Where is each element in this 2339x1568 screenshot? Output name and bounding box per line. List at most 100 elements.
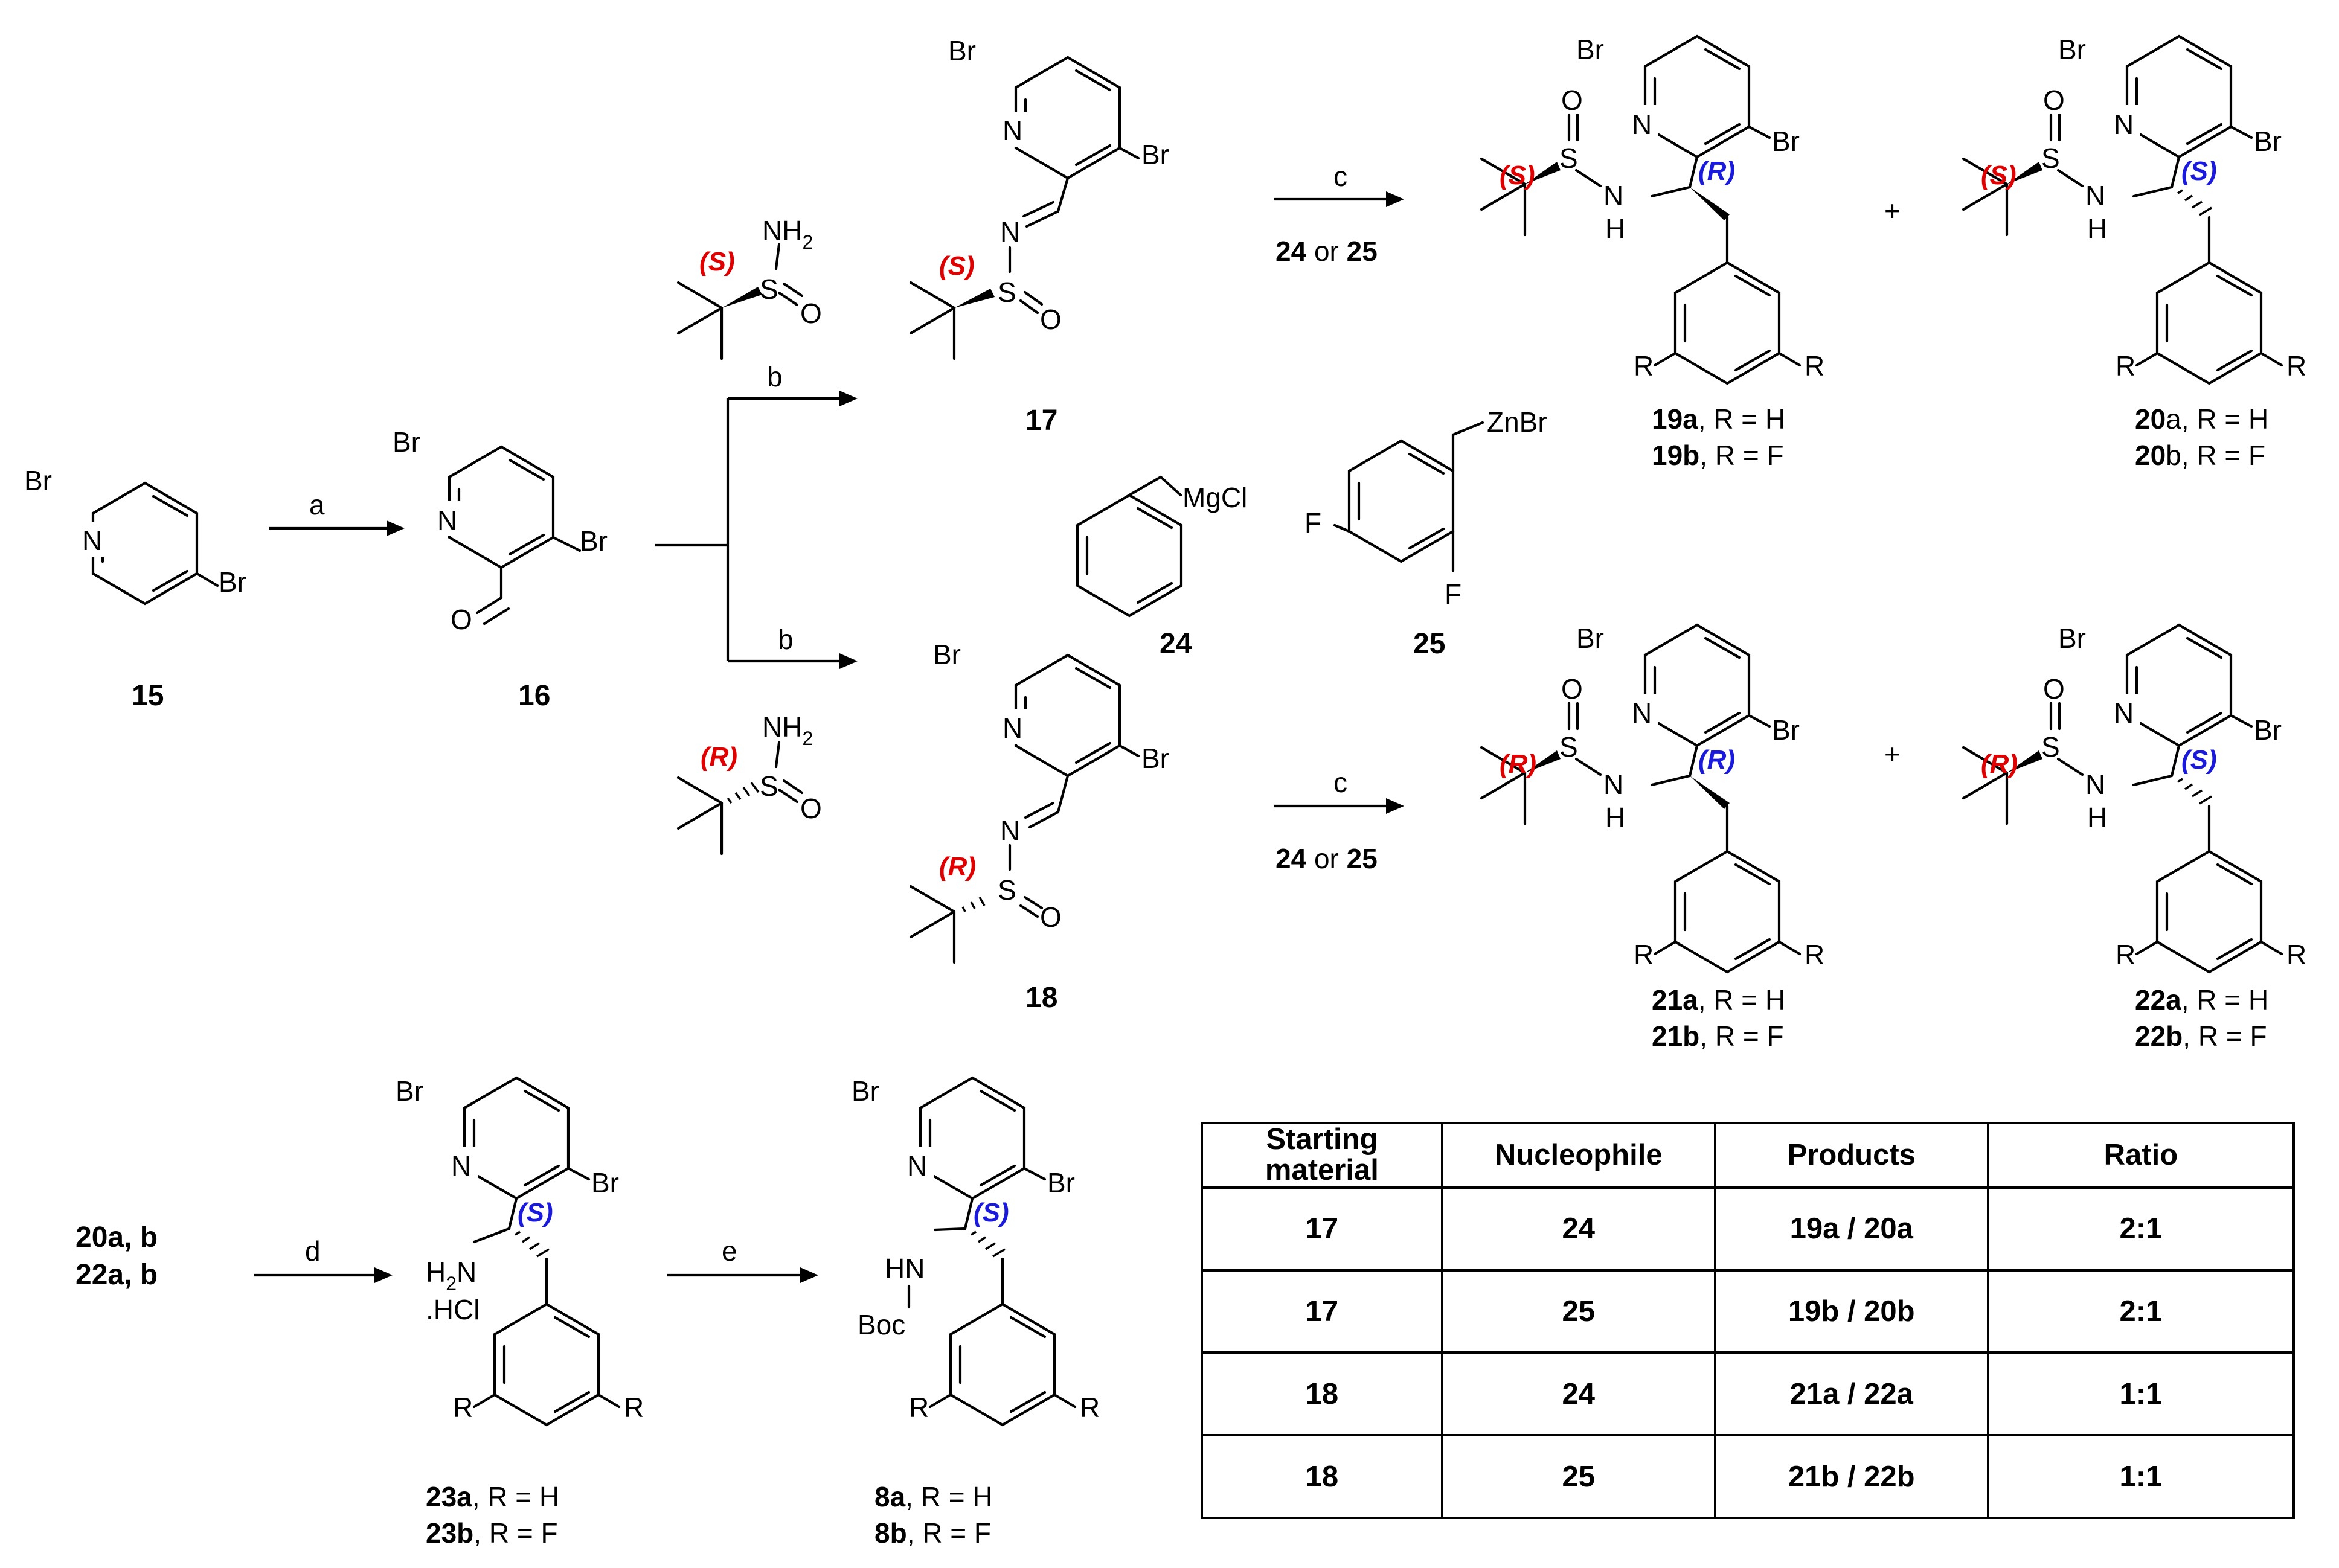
atom-S: S	[998, 874, 1016, 906]
header-nucleophile: Nucleophile	[1440, 1122, 1716, 1189]
atom-Boc: Boc	[858, 1309, 905, 1340]
compound-8b-label: 8b, R = F	[874, 1517, 991, 1549]
cell-starting-material: 17	[1201, 1269, 1443, 1354]
condition-b: b	[778, 624, 794, 655]
atom-R: R	[1805, 939, 1824, 970]
compound-24-structure: MgCl	[1077, 475, 1247, 616]
cell-ratio: 1:1	[1986, 1434, 2296, 1519]
atom-R: R	[2116, 350, 2135, 382]
atom-H: H	[1605, 213, 1625, 245]
atom-O: O	[1561, 85, 1583, 116]
atom-MgCl: MgCl	[1182, 482, 1247, 513]
atom-Br: Br	[1141, 743, 1169, 774]
stereo-label-R: (R)	[1698, 156, 1735, 186]
branch-arrows-b	[655, 391, 858, 669]
cell-nucleophile: 24	[1440, 1351, 1716, 1437]
compound-18-structure: N Br Br N S O	[911, 639, 1169, 962]
atom-N: N	[907, 1150, 927, 1182]
stereo-label-S: (S)	[699, 247, 735, 277]
table-header-row: Starting material Nucleophile Products R…	[1201, 1122, 2296, 1189]
atom-R: R	[453, 1392, 473, 1423]
stereo-label-R: (R)	[1698, 745, 1735, 775]
cell-ratio: 1:1	[1986, 1351, 2296, 1437]
stereo-label-S: (S)	[939, 251, 975, 281]
plus-sign: +	[1884, 195, 1901, 226]
atom-H: H	[1605, 802, 1625, 833]
condition-a: a	[309, 489, 325, 520]
atom-ZnBr: ZnBr	[1487, 406, 1547, 438]
atom-N: N	[2114, 697, 2134, 729]
atom-O: O	[2043, 673, 2065, 705]
compound-16-structure: N Br Br O	[393, 426, 608, 635]
cell-products: 21b / 22b	[1713, 1434, 1989, 1519]
compound-22a-label: 22a, R = H	[2135, 984, 2268, 1016]
condition-d: d	[305, 1235, 321, 1267]
atom-O: O	[1040, 901, 1062, 933]
cell-starting-material: 18	[1201, 1351, 1443, 1437]
s-sulfinamide-reagent: S NH2 O	[678, 215, 822, 359]
stereo-label-S: (S)	[518, 1198, 553, 1227]
table-row: 17 25 19b / 20b 2:1	[1201, 1269, 2296, 1354]
compound-21b-label: 21b, R = F	[1652, 1020, 1784, 1052]
compound-18-label: 18	[1025, 982, 1057, 1014]
stereo-label-R: (R)	[1500, 749, 1536, 779]
atom-Br: Br	[396, 1075, 423, 1107]
condition-e: e	[722, 1235, 737, 1267]
atom-R: R	[909, 1392, 929, 1423]
cell-nucleophile: 25	[1440, 1269, 1716, 1354]
atom-Br: Br	[1772, 714, 1800, 746]
compound-21-structure: N Br Br N H S O R R	[1481, 622, 1824, 972]
plus-sign: +	[1884, 738, 1901, 770]
atom-O: O	[800, 793, 822, 824]
atom-H: H	[2087, 802, 2107, 833]
table-row: 18 25 21b / 22b 1:1	[1201, 1434, 2296, 1519]
condition-c: c	[1333, 767, 1347, 798]
atom-R: R	[2286, 350, 2306, 382]
header-starting-material: Starting material	[1201, 1122, 1443, 1189]
cell-nucleophile: 24	[1440, 1186, 1716, 1272]
atom-N: N	[451, 1150, 471, 1182]
cell-products: 19a / 20a	[1713, 1186, 1989, 1272]
compound-15-label: 15	[132, 680, 164, 712]
cell-products: 19b / 20b	[1713, 1269, 1989, 1354]
atom-O: O	[451, 604, 472, 635]
atom-F: F	[1445, 578, 1461, 610]
atom-S: S	[2041, 142, 2060, 174]
compound-23b-label: 23b, R = F	[426, 1517, 558, 1549]
atom-N: N	[437, 505, 457, 536]
atom-Br: Br	[1141, 139, 1169, 170]
atom-R: R	[1805, 350, 1824, 382]
atom-N: N	[1003, 115, 1022, 146]
stereo-label-S: (S)	[1981, 161, 2017, 190]
cell-nucleophile: 25	[1440, 1434, 1716, 1519]
compound-17-label: 17	[1025, 405, 1057, 437]
cell-starting-material: 17	[1201, 1186, 1443, 1272]
atom-Br: Br	[2254, 714, 2282, 746]
atom-NH: N	[1603, 769, 1623, 800]
compound-16-label: 16	[518, 680, 550, 712]
atom-S: S	[998, 277, 1016, 308]
atom-S: S	[760, 274, 778, 305]
atom-Br: Br	[1576, 622, 1604, 654]
compound-25-label: 25	[1413, 628, 1445, 660]
stereo-label-S: (S)	[974, 1198, 1009, 1227]
compound-23a-label: 23a, R = H	[426, 1481, 559, 1512]
compound-15-structure: N Br Br	[24, 459, 246, 606]
atom-O: O	[2043, 85, 2065, 116]
compound-19a-label: 19a, R = H	[1652, 403, 1785, 435]
atom-R: R	[1634, 350, 1654, 382]
atom-Br: Br	[2058, 622, 2086, 654]
stereo-label-S: (S)	[2181, 156, 2217, 186]
atom-HN: HN	[885, 1253, 925, 1284]
compound-22b-label: 22b, R = F	[2135, 1020, 2267, 1052]
r-sulfinamide-reagent: S NH2 O	[678, 711, 822, 854]
atom-N: N	[82, 525, 102, 556]
cell-ratio: 2:1	[1986, 1269, 2296, 1354]
atom-N: N	[1000, 815, 1020, 846]
compound-25-structure: ZnBr F F	[1304, 406, 1547, 610]
atom-N: N	[1632, 109, 1652, 140]
atom-N: N	[1632, 697, 1652, 729]
table-row: 17 24 19a / 20a 2:1	[1201, 1186, 2296, 1272]
atom-Br: Br	[1576, 34, 1604, 65]
atom-Br: Br	[580, 525, 608, 557]
